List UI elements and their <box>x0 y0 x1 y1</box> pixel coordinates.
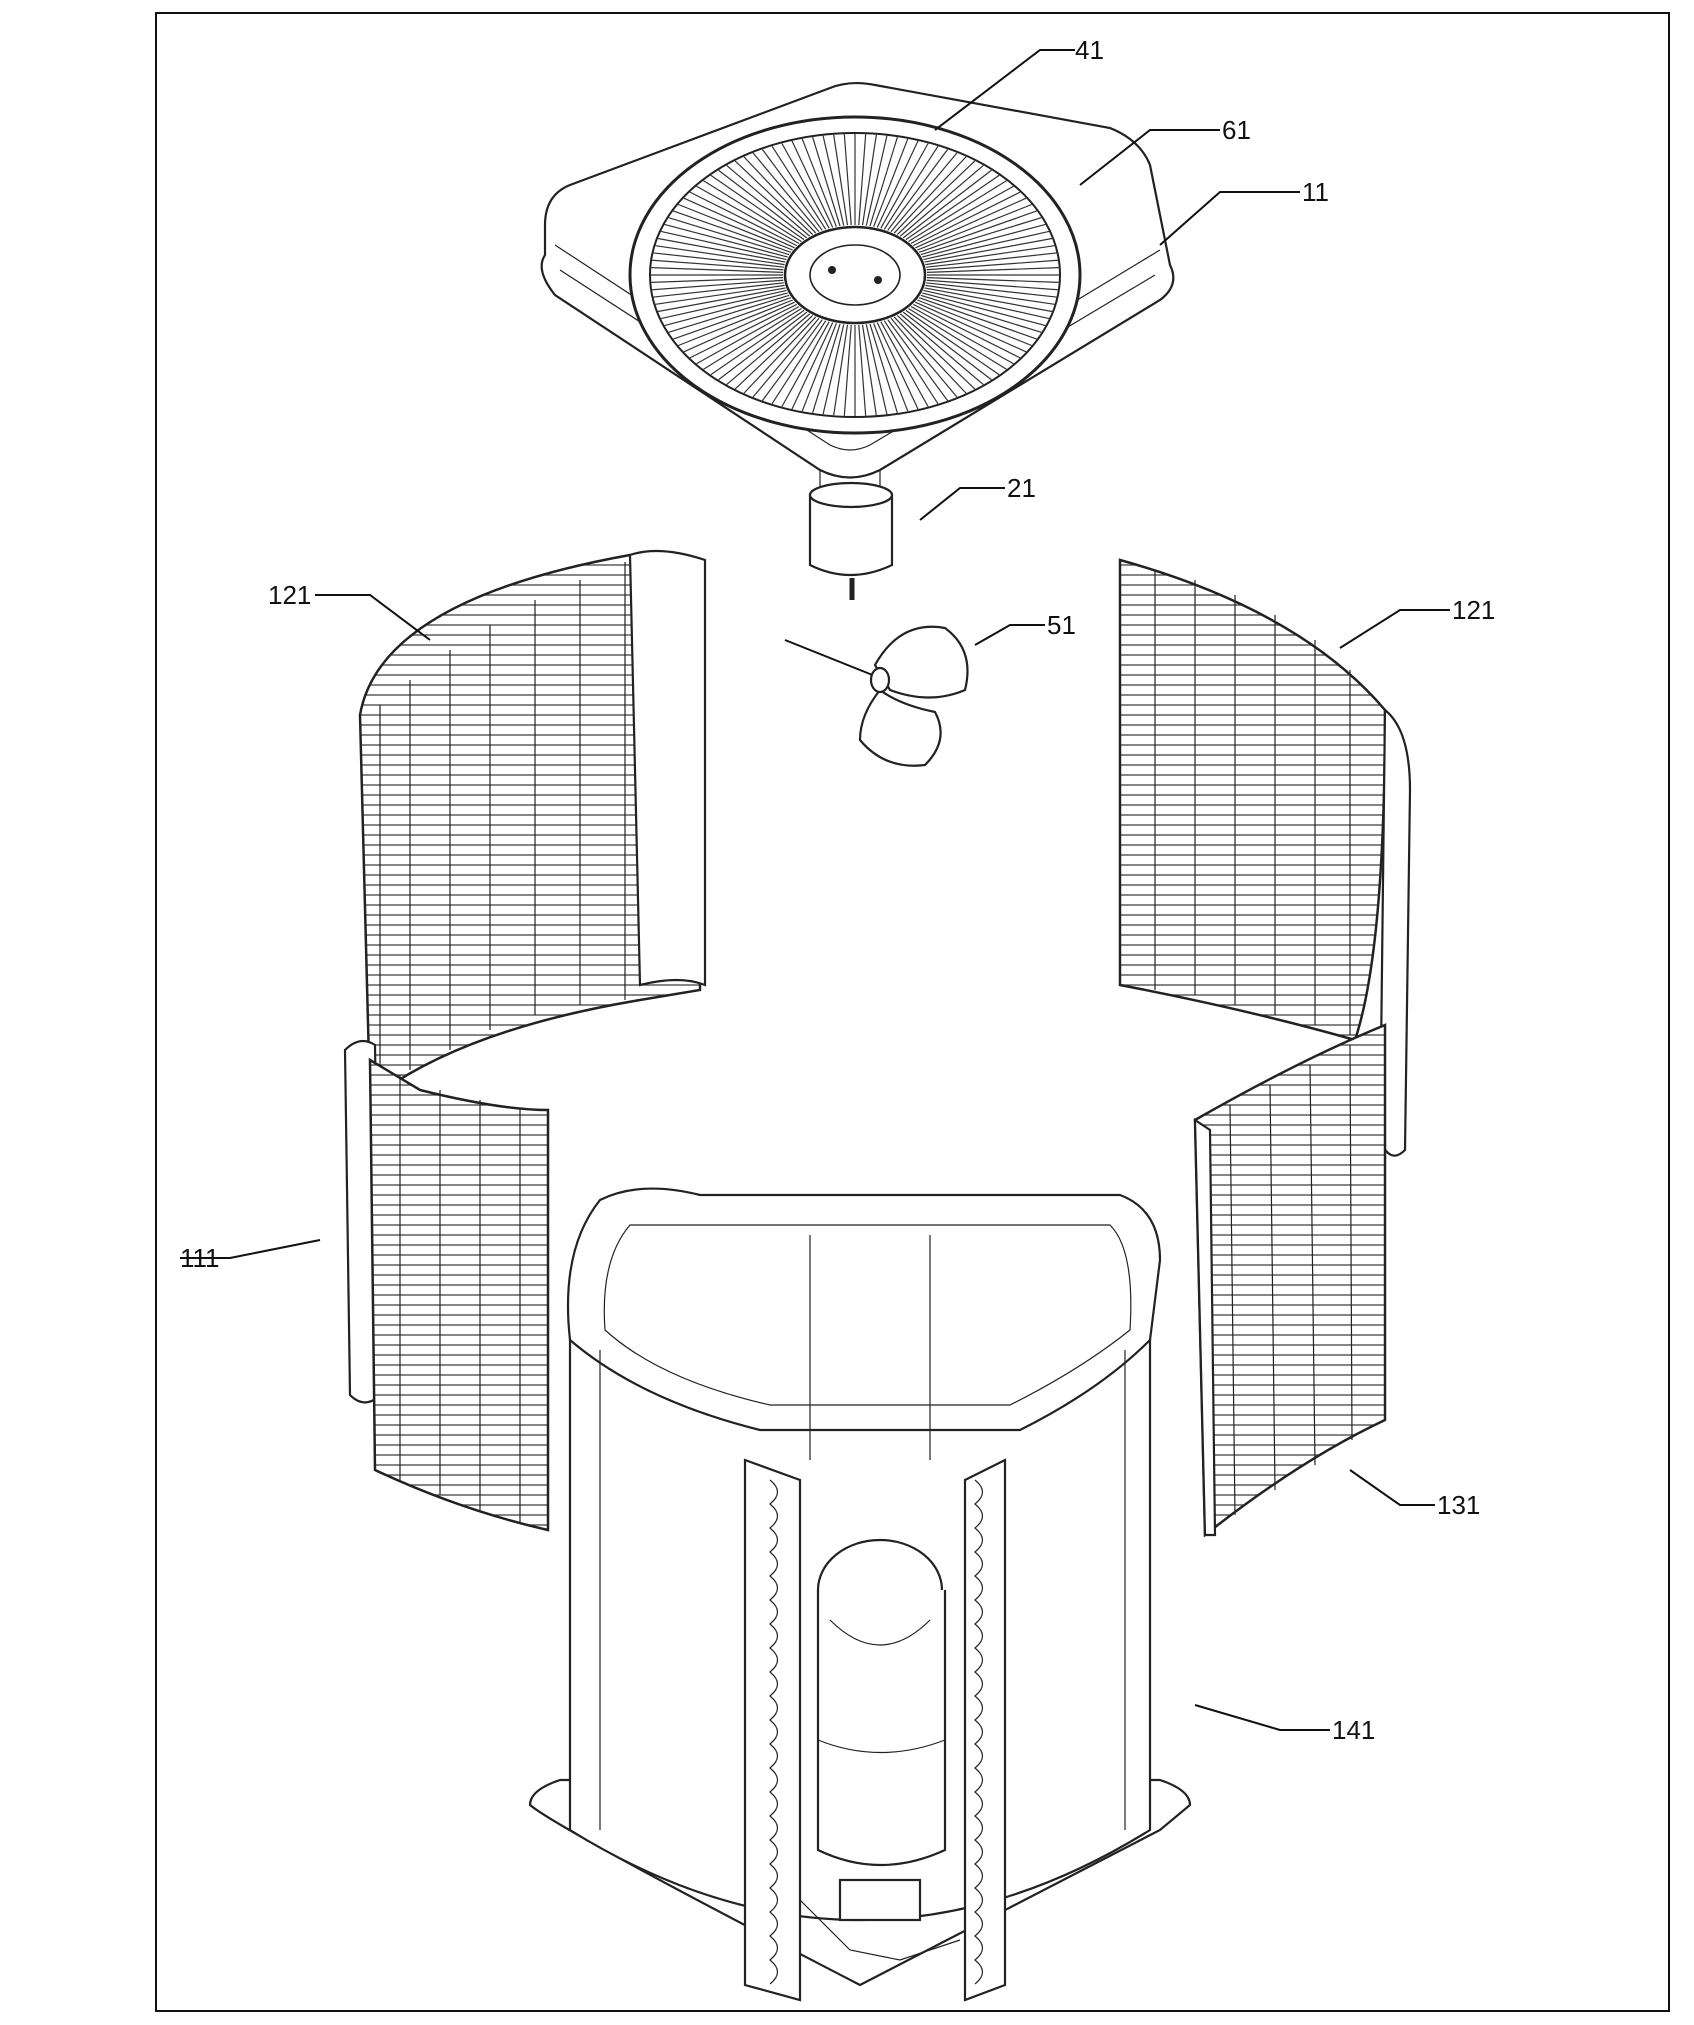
callout-121-left: 121 <box>268 580 311 610</box>
callout-41: 41 <box>1075 35 1104 65</box>
lower-right-panel <box>1193 1023 1387 1538</box>
part-callouts: 41 61 11 21 51 121 121 111 131 141 <box>180 35 1495 1745</box>
base-cabinet <box>528 1187 1192 2002</box>
callout-61: 61 <box>1222 115 1251 145</box>
callout-141: 141 <box>1332 1715 1375 1745</box>
leader-lines <box>180 49 1450 1731</box>
fan-blade <box>784 625 969 767</box>
upper-right-panel <box>1118 558 1412 1157</box>
fan-motor <box>808 481 894 600</box>
drawing-frame <box>155 12 1670 2012</box>
fan-guard <box>628 115 1082 435</box>
upper-left-panel <box>358 549 707 1103</box>
callout-111: 111 <box>180 1243 220 1273</box>
callout-51: 51 <box>1047 610 1076 640</box>
callout-131: 131 <box>1437 1490 1480 1520</box>
callout-121-right: 121 <box>1452 595 1495 625</box>
lower-left-panel <box>343 1039 550 1532</box>
callout-11: 11 <box>1302 177 1329 207</box>
callout-21: 21 <box>1007 473 1036 503</box>
